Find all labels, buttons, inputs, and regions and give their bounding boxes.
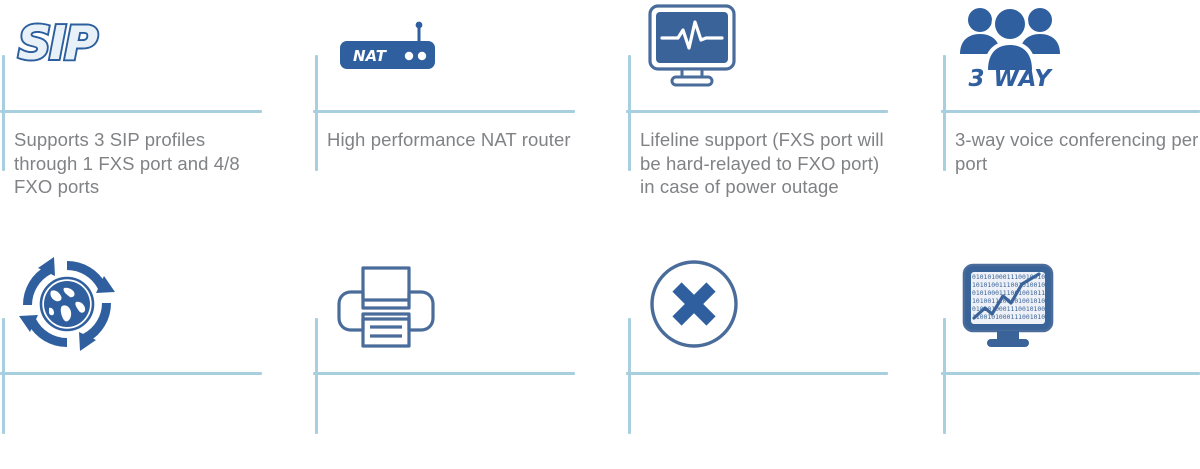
icon-area (626, 4, 926, 100)
icon-area: 010101000111001001010 101010011100101001… (941, 262, 1200, 358)
monitor-heartbeat-icon (648, 4, 736, 87)
column-rule-horizontal-5 (0, 372, 262, 375)
circle-x-icon (650, 260, 738, 348)
column-rule-vertical-8 (943, 318, 946, 434)
column-rule-vertical-1 (2, 55, 5, 171)
column-rule-horizontal-7 (626, 372, 888, 375)
feature-caption-three-way-conferencing: 3-way voice conferencing per port (955, 129, 1199, 174)
feature-cell-sip-profiles: SIP SIP Supports 3 SIP profiles through … (0, 4, 300, 197)
svg-text:110010100011100101010: 110010100011100101010 (972, 313, 1053, 321)
column-rule-horizontal-4 (941, 110, 1200, 113)
column-rule-vertical-7 (628, 318, 631, 434)
column-rule-vertical-3 (628, 55, 631, 171)
column-rule-vertical-5 (2, 318, 5, 434)
feature-cell-aes-encryption: 010101000111001001010 101010011100101001… (941, 262, 1200, 358)
column-rule-horizontal-8 (941, 372, 1200, 375)
column-rule-vertical-6 (315, 318, 318, 434)
feature-cell-three-way-conferencing: 3 WAY 3-way voice conferencing per port (941, 4, 1200, 174)
column-rule-horizontal-6 (313, 372, 575, 375)
feature-cell-auto-provisioning: Automated & secure provisioning options … (0, 257, 300, 358)
icon-area (0, 257, 300, 358)
globe-refresh-icon (19, 257, 115, 351)
three-people-icon: 3 WAY (955, 4, 1065, 92)
three-way-label: 3 WAY (968, 66, 1052, 92)
column-rule-vertical-2 (315, 55, 318, 171)
feature-caption-sip-profiles: Supports 3 SIP profiles through 1 FXS po… (14, 129, 240, 197)
svg-text:101010011100101001011: 101010011100101001011 (972, 281, 1053, 289)
svg-text:010101000111001001010: 010101000111001001010 (972, 273, 1053, 281)
column-rule-vertical-4 (943, 55, 946, 171)
monitor-binary-chart-icon: 010101000111001001010 101010011100101001… (962, 263, 1054, 347)
column-rule-horizontal-2 (313, 110, 575, 113)
svg-text:NAT: NAT (353, 47, 388, 65)
icon-area (313, 262, 613, 358)
column-rule-horizontal-1 (0, 110, 262, 113)
feature-caption-lifeline-support: Lifeline support (FXS port will be hard-… (640, 129, 884, 197)
feature-cell-nat-router: NAT High performance NAT router (313, 4, 613, 150)
feature-caption-nat-router: High performance NAT router (327, 129, 571, 150)
svg-text:010101000111001010010: 010101000111001010010 (972, 305, 1053, 313)
column-rule-horizontal-3 (626, 110, 888, 113)
sip-logo-text-outline: SIP (16, 16, 100, 70)
sip-logo-icon: SIP SIP (16, 16, 100, 70)
icon-area (626, 260, 926, 358)
printer-fax-icon (337, 266, 435, 348)
nat-router-icon: NAT (340, 21, 435, 69)
sip-logo-text-fill: SIP (18, 16, 98, 70)
svg-text:010100011100100101101: 010100011100100101101 (972, 289, 1053, 297)
feature-cell-failover-sip: Failover SIP server automatically switch… (626, 260, 926, 358)
three-people-glyph (960, 5, 1060, 70)
icon-area: NAT (313, 4, 613, 100)
icon-area: 3 WAY (941, 4, 1200, 100)
feature-cell-lifeline-support: Lifeline support (FXS port will be hard-… (626, 4, 926, 197)
feature-cell-t38-fax: Supports T.38 Fax for reliable Fax-over-… (313, 262, 613, 358)
icon-area: SIP SIP (0, 4, 300, 100)
